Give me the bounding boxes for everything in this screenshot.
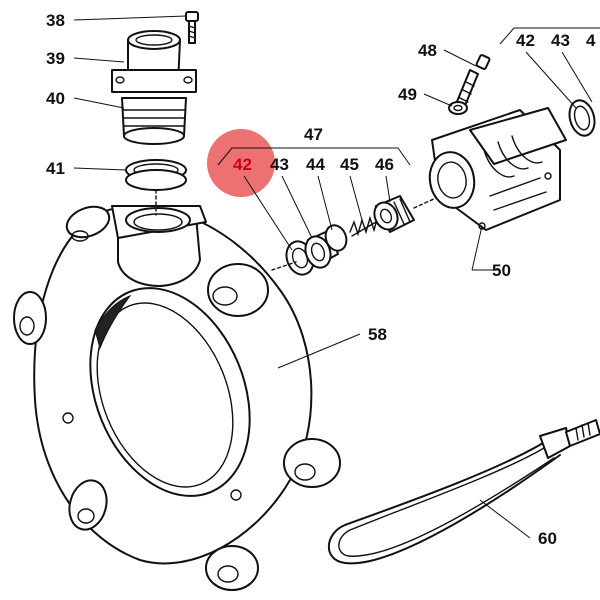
- label-46: 46: [375, 155, 394, 174]
- label-4x-cut: 4: [586, 31, 596, 50]
- label-50: 50: [492, 261, 511, 280]
- inlet-pipe-39: [111, 30, 197, 93]
- o-ring-41: [125, 159, 187, 191]
- label-45: 45: [340, 155, 359, 174]
- clamp-strap-60: [327, 419, 600, 565]
- washer-49: [448, 101, 468, 115]
- housing-58: [13, 205, 341, 591]
- lug-bottom: [205, 545, 259, 591]
- label-43: 43: [270, 155, 289, 174]
- label-38: 38: [46, 11, 65, 30]
- lug-top-left: [65, 205, 111, 242]
- bolt-48: [455, 54, 491, 109]
- o-ring-42b: [568, 99, 596, 137]
- part-labels: 38 39 40 41 42 43 44 45 46 47 48 49 50 5…: [46, 11, 596, 548]
- lug-right: [283, 438, 341, 488]
- label-42-highlighted: 42: [233, 155, 252, 174]
- lug-bottom-left: [68, 479, 108, 531]
- spring-45: [349, 215, 379, 237]
- label-58: 58: [368, 325, 387, 344]
- valve-cage-46: [373, 195, 415, 233]
- lug-left: [13, 291, 47, 345]
- label-60: 60: [538, 529, 557, 548]
- highlight-circle: [207, 129, 275, 197]
- label-49: 49: [398, 85, 417, 104]
- label-42b: 42: [516, 31, 535, 50]
- leader-lines: [73, 15, 600, 539]
- lug-top-right: [207, 263, 269, 317]
- label-47: 47: [304, 125, 323, 144]
- valve-plate-44: [324, 224, 348, 252]
- label-39: 39: [46, 49, 65, 68]
- label-40: 40: [46, 89, 65, 108]
- label-43b: 43: [551, 31, 570, 50]
- valve-housing-50: [428, 107, 567, 231]
- adapter-40: [121, 97, 187, 145]
- label-48: 48: [418, 41, 437, 60]
- label-44: 44: [306, 155, 325, 174]
- label-41: 41: [46, 159, 65, 178]
- screw-38: [185, 11, 199, 44]
